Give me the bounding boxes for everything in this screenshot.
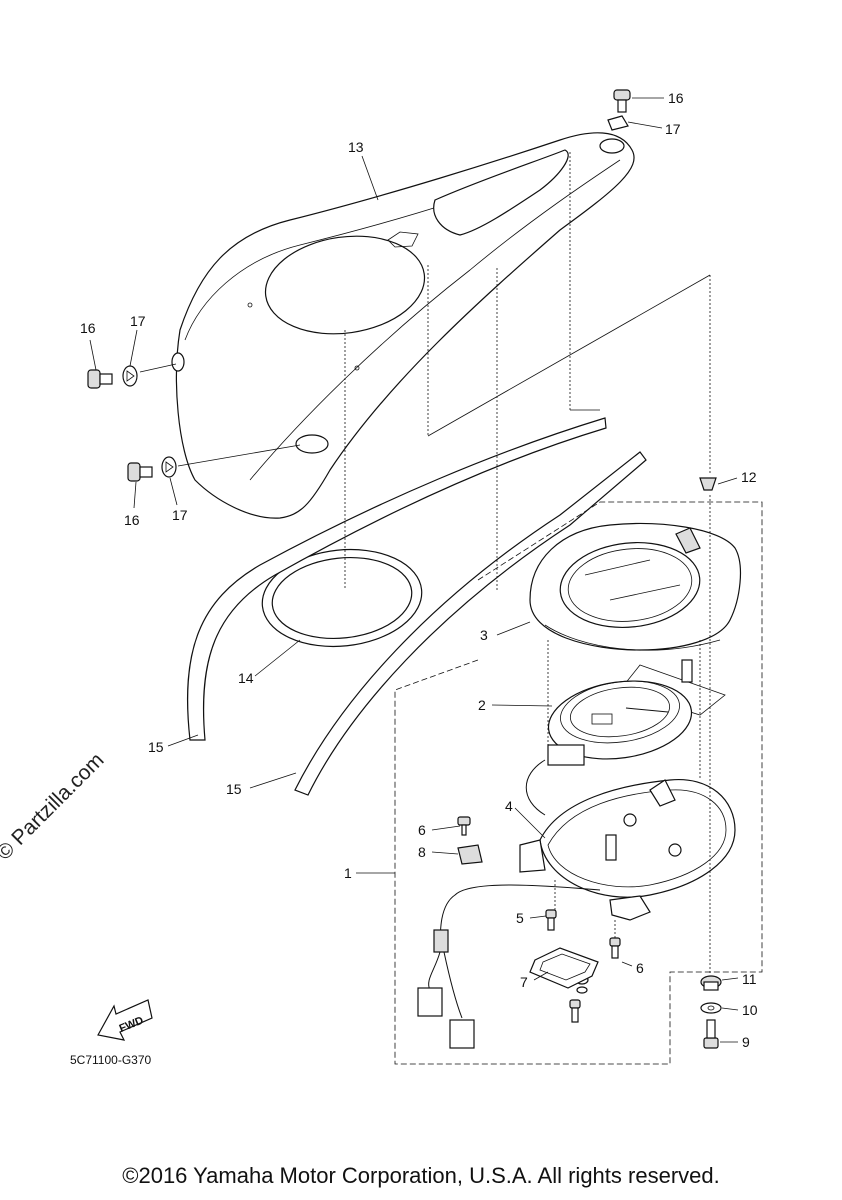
assembly-boundary <box>394 501 763 1065</box>
callout-7: 7 <box>520 974 528 990</box>
callout-16-left-lower: 16 <box>124 512 140 528</box>
callout-17-top: 17 <box>665 121 681 137</box>
leader-lines <box>89 97 739 1043</box>
callout-16-top: 16 <box>668 90 684 106</box>
callout-17-left-upper: 17 <box>130 313 146 329</box>
part-6-screw-upper <box>457 816 471 836</box>
callout-6-upper: 6 <box>418 822 426 838</box>
part-17-washer-left-upper <box>122 365 138 387</box>
part-10-washer <box>700 1002 722 1014</box>
callout-15-left: 15 <box>148 739 164 755</box>
callout-16-left-upper: 16 <box>80 320 96 336</box>
part-17-washer-left-lower <box>161 456 177 478</box>
part-9-bolt <box>703 1019 719 1049</box>
part-15-trim-right <box>294 451 647 796</box>
callout-14: 14 <box>238 670 254 686</box>
callout-labels: 16 17 13 16 17 16 17 12 3 14 2 15 15 4 6… <box>80 90 758 1050</box>
alignment-lines <box>139 152 711 975</box>
part-16-screw-left-upper <box>87 369 113 389</box>
callout-3: 3 <box>480 627 488 643</box>
part-12-grommet <box>699 477 717 491</box>
wiring-harness <box>417 759 601 1049</box>
part-14-ring <box>261 548 423 648</box>
callout-17-left-lower: 17 <box>172 507 188 523</box>
callout-13: 13 <box>348 139 364 155</box>
fwd-arrow: FWD <box>97 999 153 1041</box>
callout-15-right: 15 <box>226 781 242 797</box>
part-16-screw-top <box>613 89 631 113</box>
part-5-screw <box>545 909 557 931</box>
callout-12: 12 <box>741 469 757 485</box>
part-3-meter-case <box>529 522 741 651</box>
part-2-meter-assembly <box>547 659 726 766</box>
callout-9: 9 <box>742 1034 750 1050</box>
callout-8: 8 <box>418 844 426 860</box>
callout-11: 11 <box>742 971 757 987</box>
callout-5: 5 <box>516 910 524 926</box>
part-11-damper <box>700 975 722 991</box>
diagram-part-code: 5C71100-G370 <box>70 1053 151 1067</box>
callout-6-lower: 6 <box>636 960 644 976</box>
callout-4: 4 <box>505 798 513 814</box>
callout-1: 1 <box>344 865 352 881</box>
part-16-screw-left-lower <box>127 462 153 482</box>
part-6-screw-lower <box>609 937 621 959</box>
callout-2: 2 <box>478 697 486 713</box>
callout-10: 10 <box>742 1002 758 1018</box>
part-7-plate <box>529 947 599 989</box>
copyright-footer: ©2016 Yamaha Motor Corporation, U.S.A. A… <box>122 1163 720 1188</box>
part-4-meter-base <box>519 778 736 921</box>
part-15-trim-left <box>187 417 607 741</box>
part-17-washer-top <box>607 115 629 131</box>
part-8-clamp <box>457 844 483 865</box>
part-13-cover <box>171 132 635 519</box>
